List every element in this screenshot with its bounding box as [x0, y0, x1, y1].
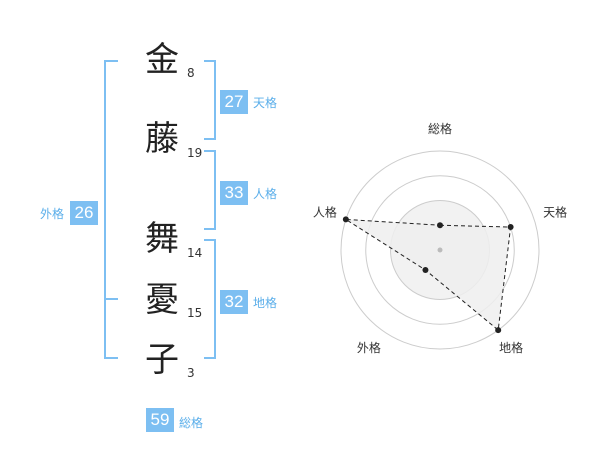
- stroke-count-5: 3: [187, 366, 195, 380]
- gaikaku-label: 外格: [40, 207, 65, 221]
- name-char-1: 金: [145, 40, 179, 80]
- radar-axis-label-1: 総格: [428, 121, 452, 136]
- jinkaku-value-badge: 33: [220, 181, 248, 205]
- radar-point-5: [342, 216, 349, 223]
- radar-axis-label-2: 天格: [543, 205, 567, 220]
- stroke-count-4: 15: [187, 306, 203, 320]
- radar-axis-label-5: 人格: [313, 205, 337, 220]
- radar-axis-label-4: 外格: [357, 340, 381, 355]
- radar-point-3: [495, 327, 502, 334]
- radar-ring-4: [340, 150, 540, 350]
- stroke-count-2: 19: [187, 146, 203, 160]
- gaikaku-value-badge: 26: [70, 201, 98, 225]
- stroke-count-3: 14: [187, 246, 203, 260]
- jinkaku-label: 人格: [253, 187, 278, 201]
- radar-point-1: [437, 222, 443, 229]
- radar-center-dot: [437, 247, 443, 253]
- gaikaku-bracket: [104, 60, 118, 359]
- chikaku-bracket: [204, 239, 216, 359]
- radar-area: [345, 218, 512, 332]
- tenkaku-bracket: [204, 60, 216, 140]
- chikaku-value-badge: 32: [220, 290, 248, 314]
- radar-point-4: [422, 267, 429, 274]
- jinkaku-bracket: [204, 150, 216, 230]
- radar-ring-3: [365, 175, 515, 325]
- soukaku-label: 総格: [179, 416, 204, 430]
- gaikaku-bracket-tick: [106, 298, 118, 300]
- chikaku-label: 地格: [253, 296, 278, 310]
- name-char-3: 舞: [145, 219, 179, 259]
- soukaku-value-badge: 59: [146, 408, 174, 432]
- tenkaku-label: 天格: [253, 96, 278, 110]
- name-char-2: 藤: [145, 119, 179, 159]
- radar-axis-label-3: 地格: [499, 340, 523, 355]
- stroke-count-1: 8: [187, 66, 195, 80]
- radar-point-2: [507, 224, 514, 231]
- tenkaku-value-badge: 27: [220, 90, 248, 114]
- name-char-5: 子: [145, 340, 179, 380]
- name-char-4: 憂: [145, 280, 179, 320]
